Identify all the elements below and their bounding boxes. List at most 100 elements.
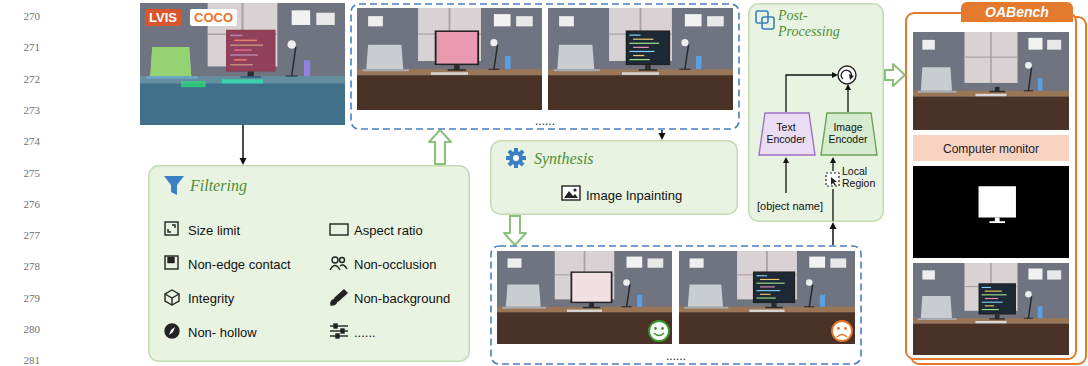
photo-part: [554, 69, 600, 71]
photo-part: [756, 275, 767, 276]
photo-part: [226, 30, 275, 71]
text-holder: LVIS: [145, 8, 181, 26]
label-holder: 277: [12, 225, 40, 243]
photo-part: [435, 30, 479, 65]
process-icon: [762, 17, 774, 29]
node-shape: [490, 140, 738, 215]
photo-part: [628, 32, 669, 64]
photo-part: [567, 310, 602, 312]
stacked-frame: [911, 17, 1086, 364]
benchmark-panel: OABenchComputer monitor: [905, 12, 1077, 360]
photo: [679, 251, 855, 344]
node-title: LVIS: [145, 9, 181, 26]
panel-background: [491, 141, 738, 215]
photo-part: [648, 258, 664, 267]
node-shape: [350, 3, 740, 130]
photo-part: [913, 324, 1069, 355]
photo-part: [1028, 269, 1042, 280]
photo-part: [633, 47, 649, 48]
photo-part: [979, 186, 1016, 217]
text-encoder: Text Encoder: [758, 112, 816, 156]
arrow: [659, 130, 666, 140]
photo-part: [622, 72, 659, 75]
leader-arrow-head: [845, 84, 851, 90]
photo-part: [304, 60, 310, 76]
photo-part: [760, 286, 775, 287]
photo-part: [820, 295, 825, 307]
icon-part: [332, 257, 338, 263]
local-region-icon: [826, 173, 839, 186]
icon-part: [335, 290, 347, 301]
connector-line: [832, 228, 834, 245]
photo-part: [637, 295, 642, 307]
cube-icon: [165, 290, 179, 305]
photo-part: [226, 30, 275, 71]
photo-part: [922, 40, 934, 50]
label-holder: 274: [12, 131, 40, 149]
arrow: [240, 125, 247, 165]
node-text: Aspect ratio: [354, 223, 423, 238]
photo-part: [502, 307, 546, 309]
line-number: 270: [24, 10, 41, 22]
photo-part: [623, 279, 630, 286]
face-eye: [654, 327, 657, 330]
label-holder: 279: [12, 288, 40, 306]
benchmark-frame: [906, 13, 1076, 359]
photo-part: [516, 16, 533, 26]
photo-part: [1024, 90, 1033, 92]
icon-part: [165, 222, 178, 235]
photo-part: [357, 69, 542, 75]
icon-part: [165, 290, 179, 305]
photo-part: [979, 283, 1016, 314]
flow-arrow: [884, 64, 905, 86]
node-title: Post-Processing: [778, 8, 850, 40]
photo-part: [557, 45, 594, 69]
photo-part: [760, 294, 771, 295]
photo-part: [1028, 296, 1031, 318]
filter-icon: [164, 176, 184, 195]
photo-part: [629, 51, 654, 52]
leader-arrow: [847, 90, 848, 112]
photo-part: [572, 273, 611, 302]
node-title: Text Encoder: [760, 121, 812, 145]
text-holder: ......: [350, 111, 740, 129]
node-text: Image Inpainting: [586, 188, 682, 203]
flow-arrow-fill: [511, 217, 519, 236]
node-text: Size limit: [188, 223, 240, 238]
icon-part: [168, 225, 175, 232]
text-holder: Filtering: [190, 176, 247, 195]
filtering-panel: FilteringSize limit Aspect ratioNon-edge …: [148, 165, 470, 362]
photo-part: [292, 10, 310, 25]
photo-part: [150, 47, 191, 76]
photo-part: [809, 284, 813, 306]
text-holder: Computer monitor: [913, 139, 1069, 157]
icon-part: [330, 266, 340, 271]
photo-part: [506, 284, 541, 306]
gear-hole: [513, 155, 519, 161]
text-holder: Non-background: [354, 289, 450, 307]
text-holder: Non-edge contact: [188, 255, 291, 273]
icon-part: [330, 224, 348, 235]
photo-part: [1028, 38, 1042, 50]
text-holder: Text Encoder: [760, 121, 812, 147]
line-number: 280: [24, 323, 41, 335]
photo-part: [633, 39, 653, 40]
line-number: 281: [24, 354, 41, 366]
photo-part: [357, 8, 542, 110]
post-processing-panel: Post-ProcessingText EncoderImage Encoder: [748, 3, 884, 222]
photo-part: [679, 251, 855, 344]
photo-part: [982, 294, 1007, 295]
flow-arrow: [429, 130, 451, 165]
photo-part: [756, 290, 780, 291]
photo-part: [571, 271, 613, 303]
text-holder: Post-Processing: [778, 8, 850, 40]
photo-part: [505, 56, 511, 69]
photo-part: [508, 258, 522, 267]
photo-part: [621, 306, 632, 308]
photo-part: [964, 57, 1017, 58]
photo-part: [989, 91, 1005, 92]
node-text: ......: [354, 325, 376, 340]
photo-part: [921, 67, 952, 91]
photo: [357, 8, 542, 110]
